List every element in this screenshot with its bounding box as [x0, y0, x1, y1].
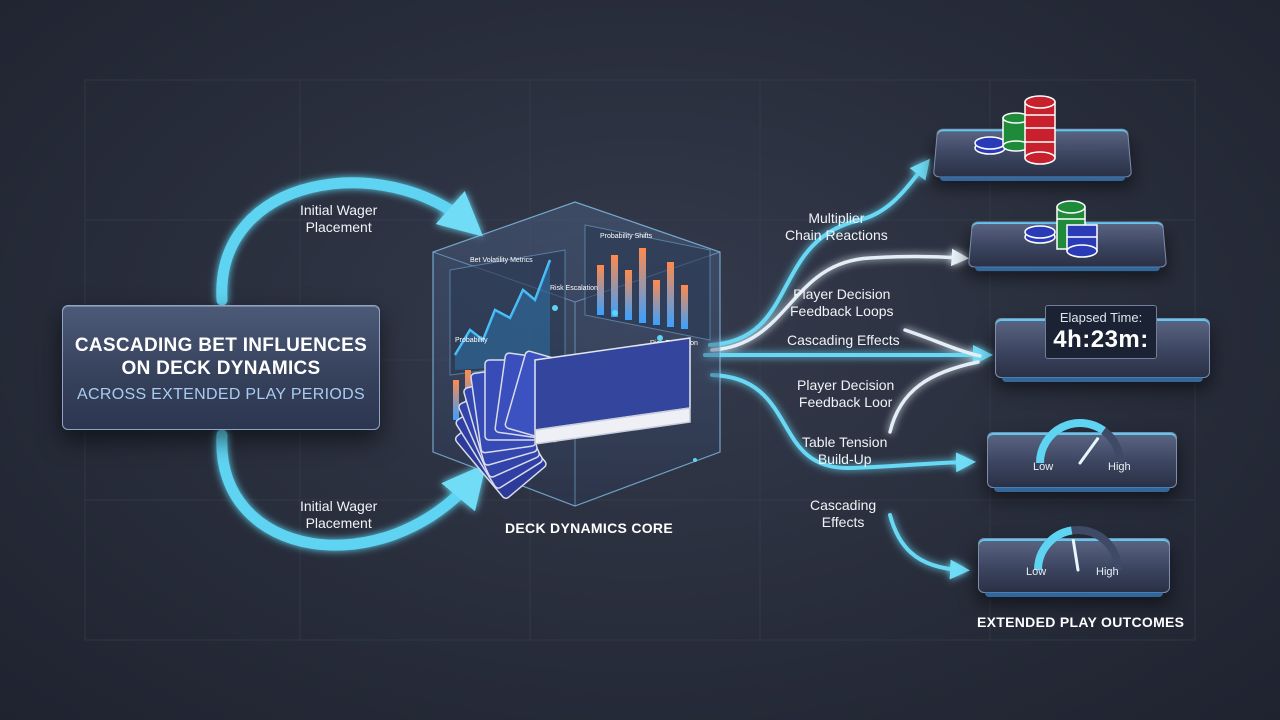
title-line-2: ON DECK DYNAMICS	[121, 358, 321, 379]
gauge-1-high: High	[1108, 461, 1131, 473]
gauge-icon-1	[1036, 418, 1124, 465]
card-fan	[454, 337, 691, 500]
outcomes-caption: EXTENDED PLAY OUTCOMES	[977, 614, 1185, 630]
arrow-loops-down	[903, 328, 982, 358]
chart-volatility: Bet Volatility Metrics	[449, 249, 566, 376]
label-cascading-effects-1: Cascading Effects	[787, 332, 900, 348]
elapsed-time-display: Elapsed Time: 4h:23m:	[1045, 305, 1157, 359]
deck-dynamics-cube: Bet Volatility Metrics Probability Shift…	[425, 190, 725, 520]
arrow-to-chips-top	[708, 158, 930, 347]
svg-text:Risk Escalation: Risk Escalation	[550, 285, 598, 292]
arrow-to-gauge-2	[888, 513, 970, 580]
svg-text:Probability Shifts: Probability Shifts	[600, 233, 653, 240]
arrow-feedback-up	[888, 360, 980, 434]
svg-text:Probability: Probability	[455, 337, 488, 344]
arrow-to-gauge-1	[710, 373, 976, 473]
elapsed-time-label: Elapsed Time:	[1059, 310, 1143, 325]
title-panel: CASCADING BET INFLUENCES ON DECK DYNAMIC…	[62, 305, 380, 430]
title-line-1: CASCADING BET INFLUENCES	[74, 335, 368, 356]
chip-stacks-2	[1024, 200, 1098, 258]
svg-text:Bet Volatility Metrics: Bet Volatility Metrics	[470, 257, 533, 264]
gauge-icon-2	[1034, 526, 1122, 572]
title-subtitle: ACROSS EXTENDED PLAY PERIODS	[77, 386, 365, 403]
gauge-2-high: High	[1096, 566, 1119, 578]
core-caption: DECK DYNAMICS CORE	[505, 520, 673, 536]
elapsed-time-value: 4h:23m:	[1053, 326, 1149, 353]
arrow-to-chips-mid	[710, 248, 969, 352]
gauge-2-low: Low	[1026, 566, 1047, 578]
gauge-1-low: Low	[1033, 461, 1054, 473]
arrow-top-left	[216, 177, 484, 306]
chip-stacks-1	[974, 95, 1056, 165]
arrow-bottom-left	[216, 429, 487, 551]
